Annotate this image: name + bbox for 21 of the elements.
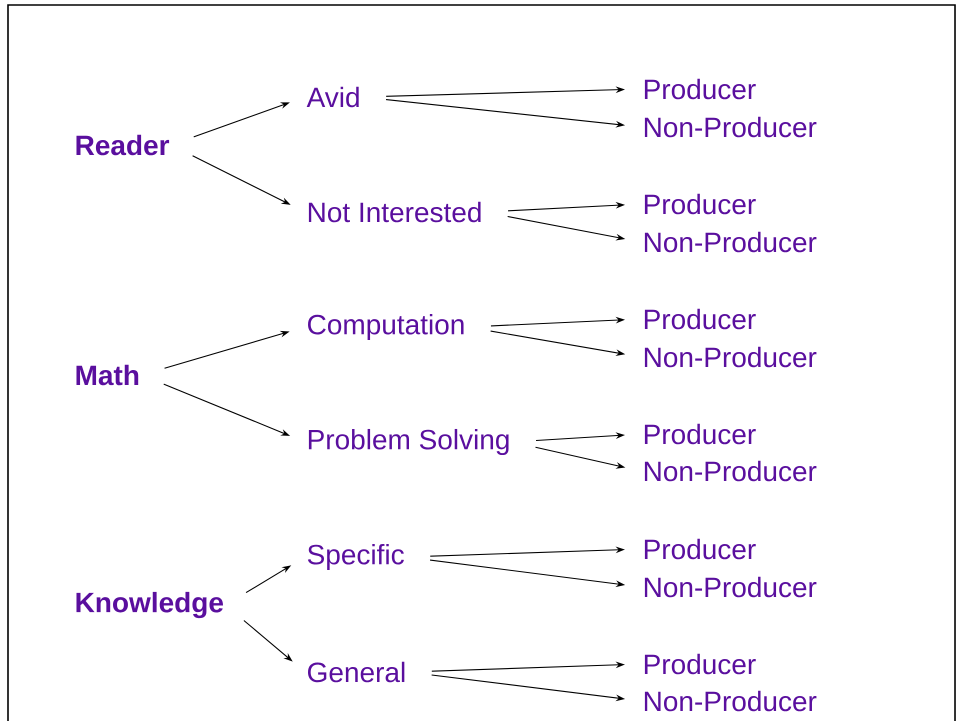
branch-label: Specific <box>308 544 404 570</box>
category-label: Math <box>76 364 138 386</box>
branch-label: Non-Producer <box>644 232 816 252</box>
branch-label: Producer <box>644 538 756 560</box>
category-label: Knowledge <box>76 592 223 618</box>
branch-label: Non-Producer <box>644 116 816 138</box>
branch-label: Producer <box>644 424 756 444</box>
branch-label: Producer <box>644 654 756 674</box>
branch-label: Producer <box>644 194 756 214</box>
branch-label: Avid <box>306 86 359 108</box>
category-label: Reader <box>76 134 170 156</box>
branch-label: Producer <box>644 308 756 330</box>
branch-label: General <box>308 662 404 682</box>
branch-label: Producer <box>644 78 756 100</box>
branch-label: Non-Producer <box>644 576 816 598</box>
branch-label: Computation <box>308 314 464 340</box>
branch-label: Non-Producer <box>644 346 816 368</box>
branch-label: Non-Producer <box>644 460 816 482</box>
branch-label: Not Interested <box>308 202 481 222</box>
branch-label: Problem Solving <box>308 428 509 456</box>
branch-label: Non-Producer <box>644 690 816 712</box>
